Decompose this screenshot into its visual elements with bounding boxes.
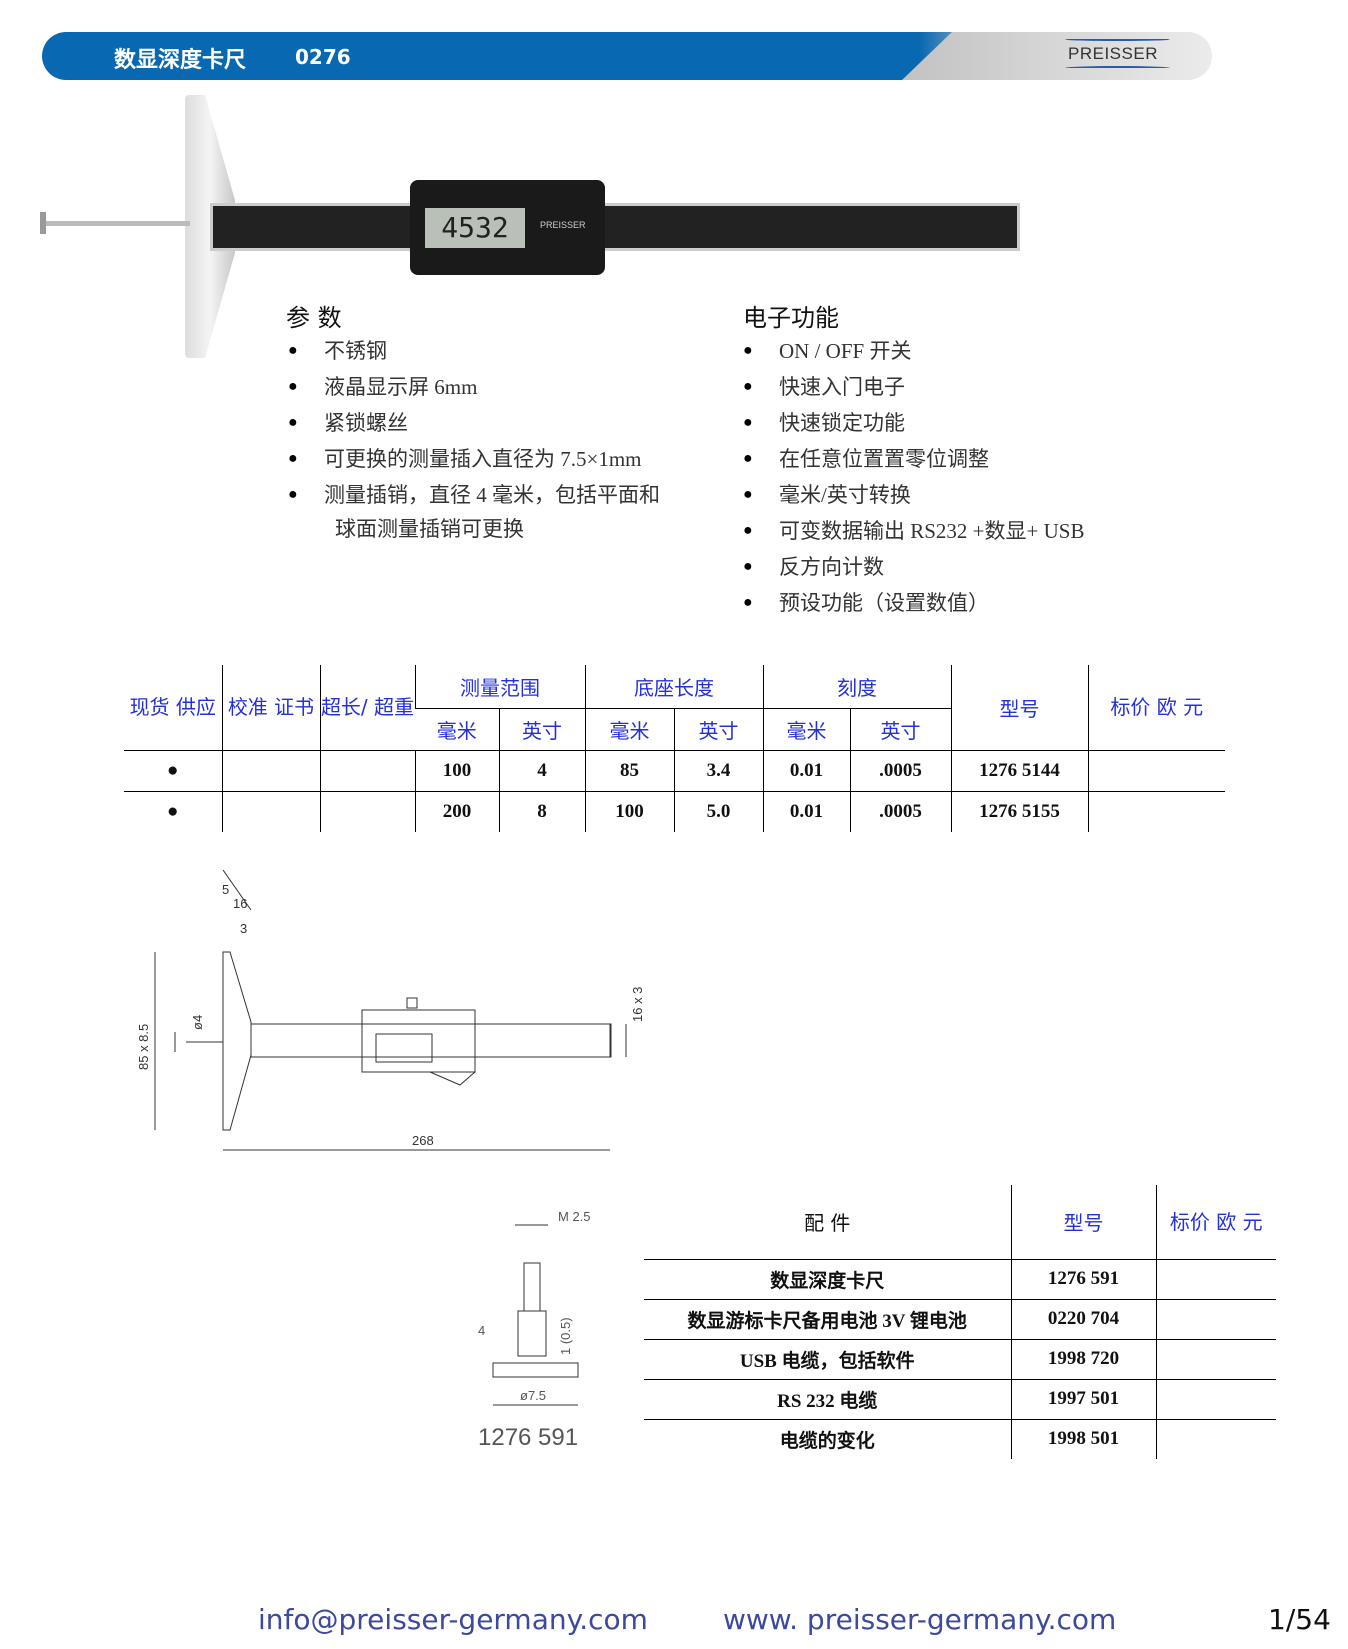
dim-label: 5 [222,882,229,897]
list-item: 快速入门电子 [743,369,1084,405]
list-item: 可变数据输出 RS232 +数显+ USB [743,513,1084,549]
dim-label: 268 [412,1133,434,1148]
list-item: 可更换的测量插入直径为 7.5×1mm [288,441,660,477]
dim-label: 85 x 8.5 [136,1024,151,1070]
dim-label: 3 [240,921,247,936]
list-item: 紧锁螺丝 [288,405,660,441]
page-title: 数显深度卡尺 [114,48,247,73]
list-continuation: 球面测量插销可更换 [335,517,524,541]
list-item: 快速锁定功能 [743,405,1084,441]
list-item: 反方向计数 [743,549,1084,585]
dim-label: 16 x 3 [630,987,645,1022]
electronic-list: ON / OFF 开关 快速入门电子 快速锁定功能 在任意位置置零位调整 毫米/… [743,333,1084,621]
list-item: 测量插销，直径 4 毫米，包括平面和 [288,477,660,513]
list-item: 液晶显示屏 6mm [288,369,660,405]
dim-label: 16 [233,896,247,911]
dim-label: ø7.5 [520,1388,546,1403]
product-code: 0276 [295,45,351,69]
list-item: 不锈钢 [288,333,660,369]
electronic-heading: 电子功能 [743,304,839,332]
pin-label: 1276 591 [478,1424,578,1451]
technical-drawing: 5 16 3 85 x 8.5 ø4 16 x 3 268 [136,870,645,1151]
page-number: 1/54 [1268,1603,1331,1636]
dim-label: 1 (0.5) [558,1317,573,1355]
list-item: ON / OFF 开关 [743,333,1084,369]
brand-logo: PREISSER [1068,44,1158,63]
list-item: 预设功能（设置数值） [743,585,1084,621]
lcd-display: 4532 [425,208,525,248]
product-photo: 4532 PREISSER [40,95,1020,360]
dim-label: ø4 [190,1015,205,1030]
dim-label: 4 [478,1323,485,1338]
dim-label: M 2.5 [558,1209,591,1224]
list-item: 在任意位置置零位调整 [743,441,1084,477]
pin-drawing: M 2.5 4 1 (0.5) ø7.5 1276 591 [478,1209,591,1451]
params-list: 不锈钢 液晶显示屏 6mm 紧锁螺丝 可更换的测量插入直径为 7.5×1mm 测… [288,333,660,513]
footer-email[interactable]: info@preisser-germany.com [258,1603,648,1636]
photo-brand: PREISSER [540,220,586,230]
list-item: 毫米/英寸转换 [743,477,1084,513]
footer-website[interactable]: www. preisser-germany.com [723,1603,1117,1636]
spec-table: 现货 供应 校准 证书 超长/ 超重 测量范围 底座长度 刻度 型号 标价 欧 … [124,665,1225,832]
params-heading: 参 数 [286,304,342,332]
